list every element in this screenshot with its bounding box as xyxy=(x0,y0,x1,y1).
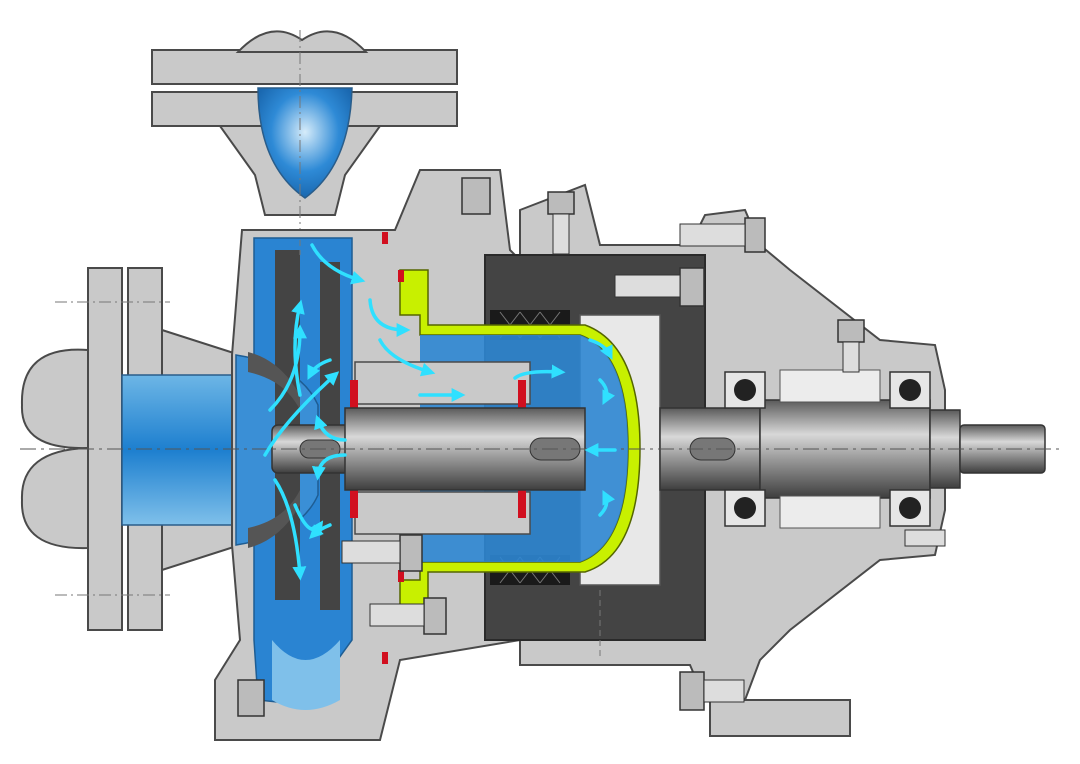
left-weld-bead-top xyxy=(20,348,89,450)
bearing-ball-2 xyxy=(734,497,756,519)
suction-liquid xyxy=(121,374,253,526)
flow-arrow-17 xyxy=(307,358,332,381)
flow-arrow-3 xyxy=(263,371,340,457)
flow-arrow-4 xyxy=(273,478,307,581)
bearing-ball-3 xyxy=(899,379,921,401)
flow-arrow-12 xyxy=(598,378,616,406)
volute-bottom-liquid xyxy=(272,640,340,710)
discharge-nozzle xyxy=(151,30,458,240)
mounting-foot xyxy=(709,699,851,737)
inner-bearing-top xyxy=(354,361,531,405)
seal-ring-2 xyxy=(350,480,358,518)
bearing-ball-1 xyxy=(734,379,756,401)
flow-arrow-11 xyxy=(588,338,613,361)
flow-arrow-8 xyxy=(378,338,436,377)
inner-rotor xyxy=(350,232,531,664)
bearing-ball-4 xyxy=(899,497,921,519)
flow-arrow-7 xyxy=(368,298,411,337)
flow-arrow-15 xyxy=(311,453,347,481)
flow-arrow-1 xyxy=(268,324,307,412)
flow-arrow-2 xyxy=(291,299,305,397)
top-flange-upper xyxy=(151,49,458,85)
discharge-liquid xyxy=(257,87,353,199)
flow-arrow-14 xyxy=(598,489,616,517)
reference-lines xyxy=(299,240,601,660)
seal-ring-4 xyxy=(518,480,526,518)
top-weld-bead xyxy=(235,30,369,53)
flow-arrow-18 xyxy=(309,523,332,539)
bolts xyxy=(237,177,946,717)
ball-bearings xyxy=(724,369,931,529)
seal-ring-1 xyxy=(350,380,358,418)
flow-arrow-6 xyxy=(310,243,366,285)
flow-arrow-10 xyxy=(513,364,566,380)
inner-bearing-bottom xyxy=(354,491,531,535)
flow-arrow-16 xyxy=(314,414,347,442)
left-weld-bead-bottom xyxy=(20,446,89,550)
drive-shaft-end xyxy=(959,424,1046,474)
seal-ring-3 xyxy=(518,380,526,418)
flow-arrows xyxy=(263,243,617,581)
